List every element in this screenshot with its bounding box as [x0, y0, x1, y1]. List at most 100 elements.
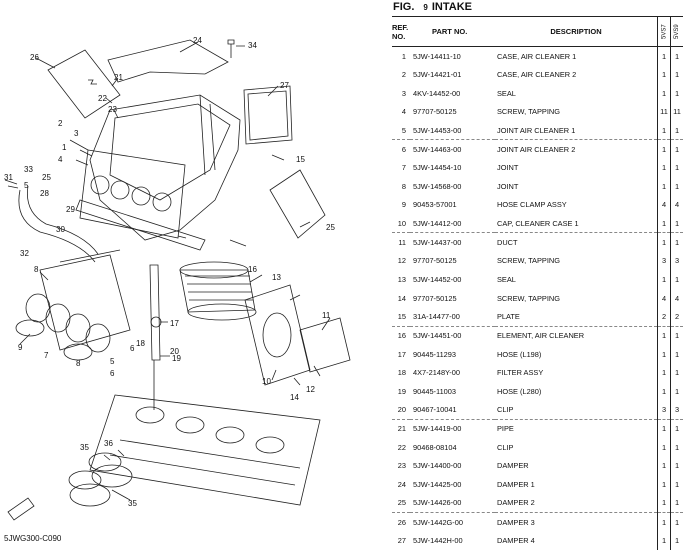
cell-q2: 1: [670, 176, 683, 196]
cell-ref: 3: [401, 88, 406, 98]
cell-q1: 1: [657, 531, 671, 550]
cell-q2: 1: [670, 139, 683, 159]
breather-hose-shape: [18, 185, 99, 263]
callout-label: 5: [110, 357, 115, 366]
callout-label: 31: [4, 173, 13, 182]
cell-part: 5JW-14453-00: [413, 125, 462, 135]
callout-label: 25: [326, 223, 335, 232]
cell-ref: 1: [401, 51, 406, 61]
cylinder-head-shape: [89, 394, 321, 506]
cell-q1: 1: [657, 214, 671, 233]
air-cleaner-case-2-shape: [89, 94, 241, 241]
cell-q2: 1: [670, 214, 683, 233]
cell-desc: CAP, CLEANER CASE 1: [497, 218, 579, 228]
callout-label: 8: [76, 359, 81, 368]
cell-part: 5JW-14412-00: [413, 218, 462, 228]
cell-desc: JOINT: [497, 163, 519, 173]
duct-shape: [299, 317, 351, 373]
cell-q2: 1: [670, 121, 683, 140]
cell-ref: 14: [397, 293, 406, 303]
figure-label: FIG.: [393, 1, 415, 13]
cell-part: 90453-57001: [413, 200, 457, 210]
cell-q1: 1: [657, 65, 671, 84]
cell-desc: PLATE: [497, 312, 520, 322]
cell-ref: 21: [392, 418, 410, 438]
cell-q2: 11: [670, 102, 683, 122]
damper-3-shape: [47, 49, 121, 119]
cell-q2: 1: [670, 437, 683, 457]
cell-ref: 19: [397, 386, 406, 396]
cell-q2: 1: [670, 344, 683, 364]
callout-label: 6: [110, 369, 115, 378]
cell-q1: 4: [657, 195, 671, 215]
cell-part: 97707-50125: [413, 293, 457, 303]
vent-hose-shape: [149, 264, 161, 410]
callout-label: 14: [290, 393, 299, 402]
cell-part: 5JW-14454-10: [413, 163, 462, 173]
diagram-code: 5JWG300-C090: [4, 534, 62, 543]
cell-ref: 10: [397, 218, 406, 228]
cell-q2: 1: [670, 65, 683, 84]
figure-title: INTAKE: [431, 1, 472, 13]
callout-label: 33: [24, 165, 33, 174]
air-cleaner-case-1-shape: [79, 149, 186, 239]
col-model-2-header: 5VS9: [670, 16, 683, 47]
callout-label: 11: [322, 311, 331, 320]
cell-part: 5JW-14426-00: [413, 498, 462, 508]
cell-part: 31A-14477-00: [413, 312, 460, 322]
cell-part: 5JW-14568-00: [413, 181, 462, 191]
cell-part: 5JW-14419-00: [410, 418, 495, 438]
cell-ref: 4: [401, 107, 406, 117]
cell-desc: DUCT: [495, 232, 658, 252]
cell-desc: HOSE (L198): [497, 349, 542, 359]
cell-part: 97707-50125: [413, 107, 457, 117]
cell-q1: 1: [657, 418, 671, 438]
callout-label: 13: [272, 273, 281, 282]
cell-part: 5JW-14437-00: [410, 232, 495, 252]
cell-ref: 26: [392, 512, 410, 532]
cell-ref: 17: [397, 349, 406, 359]
cell-q2: 1: [670, 456, 683, 476]
cell-desc: DAMPER 1: [497, 480, 535, 490]
callout-label: 5: [24, 181, 29, 190]
cell-q1: 3: [657, 251, 671, 271]
callout-label: 20: [170, 347, 179, 356]
cell-part: 5JW-14411-10: [413, 51, 461, 61]
cell-part: 90445-11293: [413, 349, 457, 359]
cell-ref: 12: [397, 256, 406, 266]
cell-q1: 1: [657, 139, 671, 159]
cell-q2: 1: [670, 46, 683, 66]
callout-label: 28: [40, 189, 49, 198]
cell-q1: 1: [657, 232, 671, 252]
cell-q2: 1: [670, 531, 683, 550]
cell-q2: 1: [670, 232, 683, 252]
callout-label: 29: [66, 205, 75, 214]
callout-label: 4: [58, 155, 63, 164]
callout-label: 34: [248, 41, 257, 50]
table-header-row: REF. NO. PART NO. DESCRIPTION 5VS7 5VS9: [392, 16, 683, 47]
cell-desc: SCREW, TAPPING: [497, 293, 560, 303]
callout-label: 19: [172, 354, 181, 363]
cell-part: 90468-08104: [413, 442, 457, 452]
cell-q2: 3: [670, 400, 683, 420]
callout-label: 9: [18, 343, 23, 352]
cell-q2: 2: [670, 307, 683, 327]
cell-q2: 1: [670, 418, 683, 438]
cell-q1: 1: [657, 437, 671, 457]
cell-part: 90445-11003: [413, 386, 457, 396]
cell-q2: 1: [670, 475, 683, 494]
cell-q1: 1: [657, 456, 671, 476]
callout-label: 21: [114, 73, 123, 82]
callout-label: 1: [62, 143, 67, 152]
